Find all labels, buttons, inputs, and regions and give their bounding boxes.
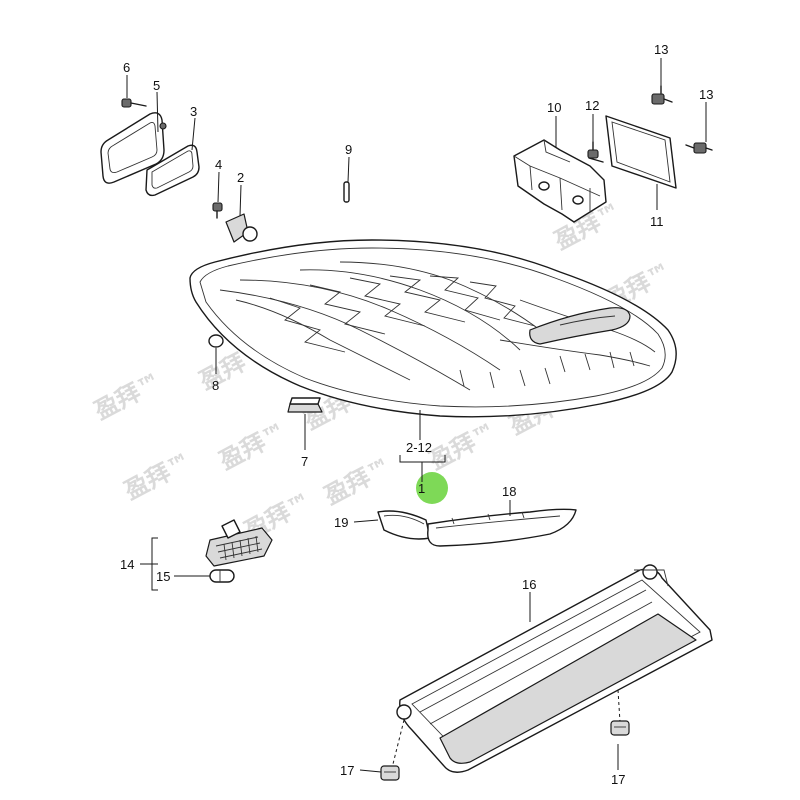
lens-18 xyxy=(427,508,577,547)
callout-17-left: 17 xyxy=(340,763,354,778)
callout-labels: 1 2 3 4 5 6 7 8 9 10 11 12 13 13 14 15 1… xyxy=(120,42,713,787)
screw-13-top xyxy=(651,85,673,105)
watermark: 盈拜™ xyxy=(89,367,167,426)
bulb-15 xyxy=(209,569,235,583)
side-light-gasket xyxy=(145,144,200,197)
callout-11: 11 xyxy=(650,214,664,229)
screw-6 xyxy=(121,98,147,108)
watermark: 盈拜™ xyxy=(319,452,397,511)
callout-5: 5 xyxy=(153,78,160,93)
fastener-line xyxy=(391,719,405,769)
callout-3: 3 xyxy=(190,104,197,119)
watermark: 盈拜™ xyxy=(119,447,197,506)
stud-9 xyxy=(343,181,350,203)
callout-9: 9 xyxy=(345,142,352,157)
selection-marker xyxy=(416,472,448,504)
grommet-8 xyxy=(208,334,224,348)
callout-10: 10 xyxy=(547,100,561,115)
callout-15: 15 xyxy=(156,569,170,584)
callout-2: 2 xyxy=(237,170,244,185)
bracket-10 xyxy=(513,139,607,223)
fastener-line xyxy=(617,689,621,723)
bulb-holder-2 xyxy=(225,213,258,243)
callout-17-right: 17 xyxy=(611,772,625,787)
callout-12: 12 xyxy=(585,98,599,113)
callout-13-right: 13 xyxy=(699,87,713,102)
callout-14: 14 xyxy=(120,557,134,572)
nut-17-left xyxy=(380,765,400,781)
callout-13-top: 13 xyxy=(654,42,668,57)
license-lamp-14 xyxy=(205,519,273,567)
watermark: 盈拜™ xyxy=(424,417,502,476)
leader-lines xyxy=(126,58,707,773)
callout-1: 1 xyxy=(418,481,425,496)
callout-7: 7 xyxy=(301,454,308,469)
gasket-11 xyxy=(605,115,677,189)
screw-4 xyxy=(212,202,223,219)
callout-6: 6 xyxy=(123,60,130,75)
nut-17-right xyxy=(610,720,630,736)
callout-16: 16 xyxy=(522,577,536,592)
watermark: 盈拜™ xyxy=(214,417,292,476)
screw-13-right xyxy=(685,142,713,154)
callout-range-2-12: 2-12 xyxy=(406,440,432,455)
callout-19: 19 xyxy=(334,515,348,530)
callout-8: 8 xyxy=(212,378,219,393)
callout-4: 4 xyxy=(215,157,222,172)
pad-7 xyxy=(287,397,323,413)
screw-12 xyxy=(587,141,604,163)
tail-light-assembly xyxy=(189,239,677,418)
lens-19 xyxy=(377,510,431,540)
brake-light-16 xyxy=(396,564,713,773)
callout-18: 18 xyxy=(502,484,516,499)
